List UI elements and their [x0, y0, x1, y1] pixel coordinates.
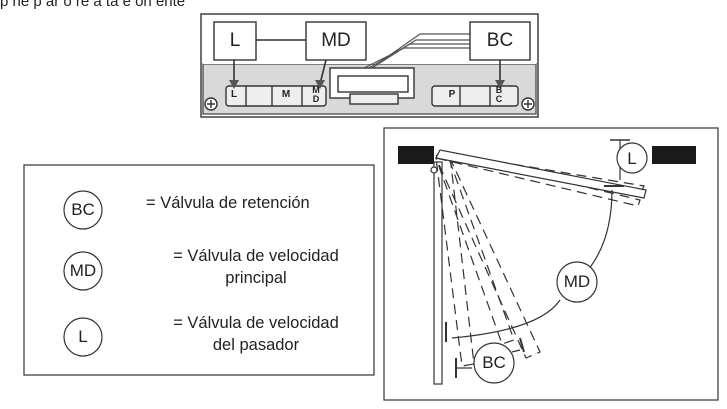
- legend-text-MD-line2: principal: [225, 269, 287, 287]
- legend-text-L-line1: = Válvula de velocidad: [173, 314, 339, 332]
- valve-letter-C: C: [495, 94, 503, 104]
- door-circle-MD: [556, 261, 598, 303]
- closer-label-box-BC: [469, 21, 531, 61]
- legend-circle-BC: [63, 190, 103, 230]
- closer-label-box-MD: [305, 21, 367, 61]
- intro-text: p ne p ar o re a ta e on ente: [0, 0, 186, 10]
- valve-letter-M2: M: [312, 85, 320, 95]
- door-circle-L: [616, 142, 648, 174]
- closer-detail: [200, 13, 539, 118]
- door-label-BC: BC: [482, 353, 506, 372]
- legend-text-BC: = Válvula de retención: [146, 194, 310, 212]
- legend-text-MD-line1: = Válvula de velocidad: [173, 247, 339, 265]
- valve-letter-P: P: [448, 89, 456, 100]
- legend-text-L-line2: del pasador: [212, 336, 300, 354]
- legend-circle-MD: [63, 251, 103, 291]
- door-swing-diagram: [383, 127, 719, 401]
- valve-letter-M1: M: [281, 89, 291, 100]
- closer-label-box-L: [213, 21, 257, 61]
- door-circle-BC: [473, 342, 515, 384]
- closer-label-MD: MD: [321, 30, 351, 51]
- legend-symbol-L: L: [78, 327, 88, 346]
- valve-letter-L: L: [230, 89, 238, 100]
- valve-letter-B: B: [495, 85, 503, 95]
- legend-frame: [23, 164, 375, 376]
- valve-letter-D: D: [312, 94, 320, 104]
- legend-symbol-BC: BC: [71, 200, 95, 219]
- legend-circle-L: [63, 317, 103, 357]
- closer-label-BC: BC: [486, 30, 514, 51]
- wall-block-left: [398, 146, 434, 164]
- legend-symbol-MD: MD: [69, 261, 97, 280]
- wall-block-right: [652, 146, 696, 164]
- closer-label-L: L: [229, 30, 241, 51]
- door-label-MD: MD: [563, 272, 591, 291]
- door-label-L: L: [627, 149, 637, 168]
